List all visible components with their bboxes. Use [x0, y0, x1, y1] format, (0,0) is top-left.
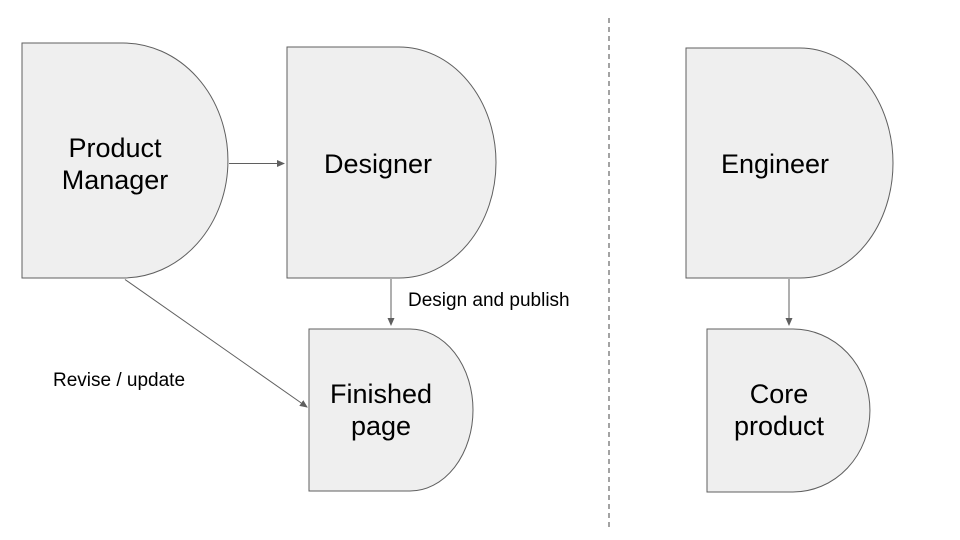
node-designer-shape[interactable]: [286, 46, 497, 279]
node-label-engineer: Engineer: [720, 149, 830, 179]
node-label-core-product: Core product: [733, 379, 825, 441]
node-product-manager-shape[interactable]: [21, 42, 229, 279]
edge-label-design-and-publish: Design and publish: [408, 290, 570, 311]
connector-product-manager-to-finished-page[interactable]: [124, 279, 308, 408]
node-label-designer: Designer: [323, 149, 433, 179]
node-label-product-manager: Product Manager: [61, 133, 169, 195]
node-label-finished-page: Finished page: [329, 379, 433, 441]
node-finished-page-shape[interactable]: [308, 328, 474, 492]
edge-label-revise-update: Revise / update: [53, 370, 186, 391]
node-core-product-shape[interactable]: [706, 328, 871, 493]
node-engineer-shape[interactable]: [685, 47, 894, 279]
